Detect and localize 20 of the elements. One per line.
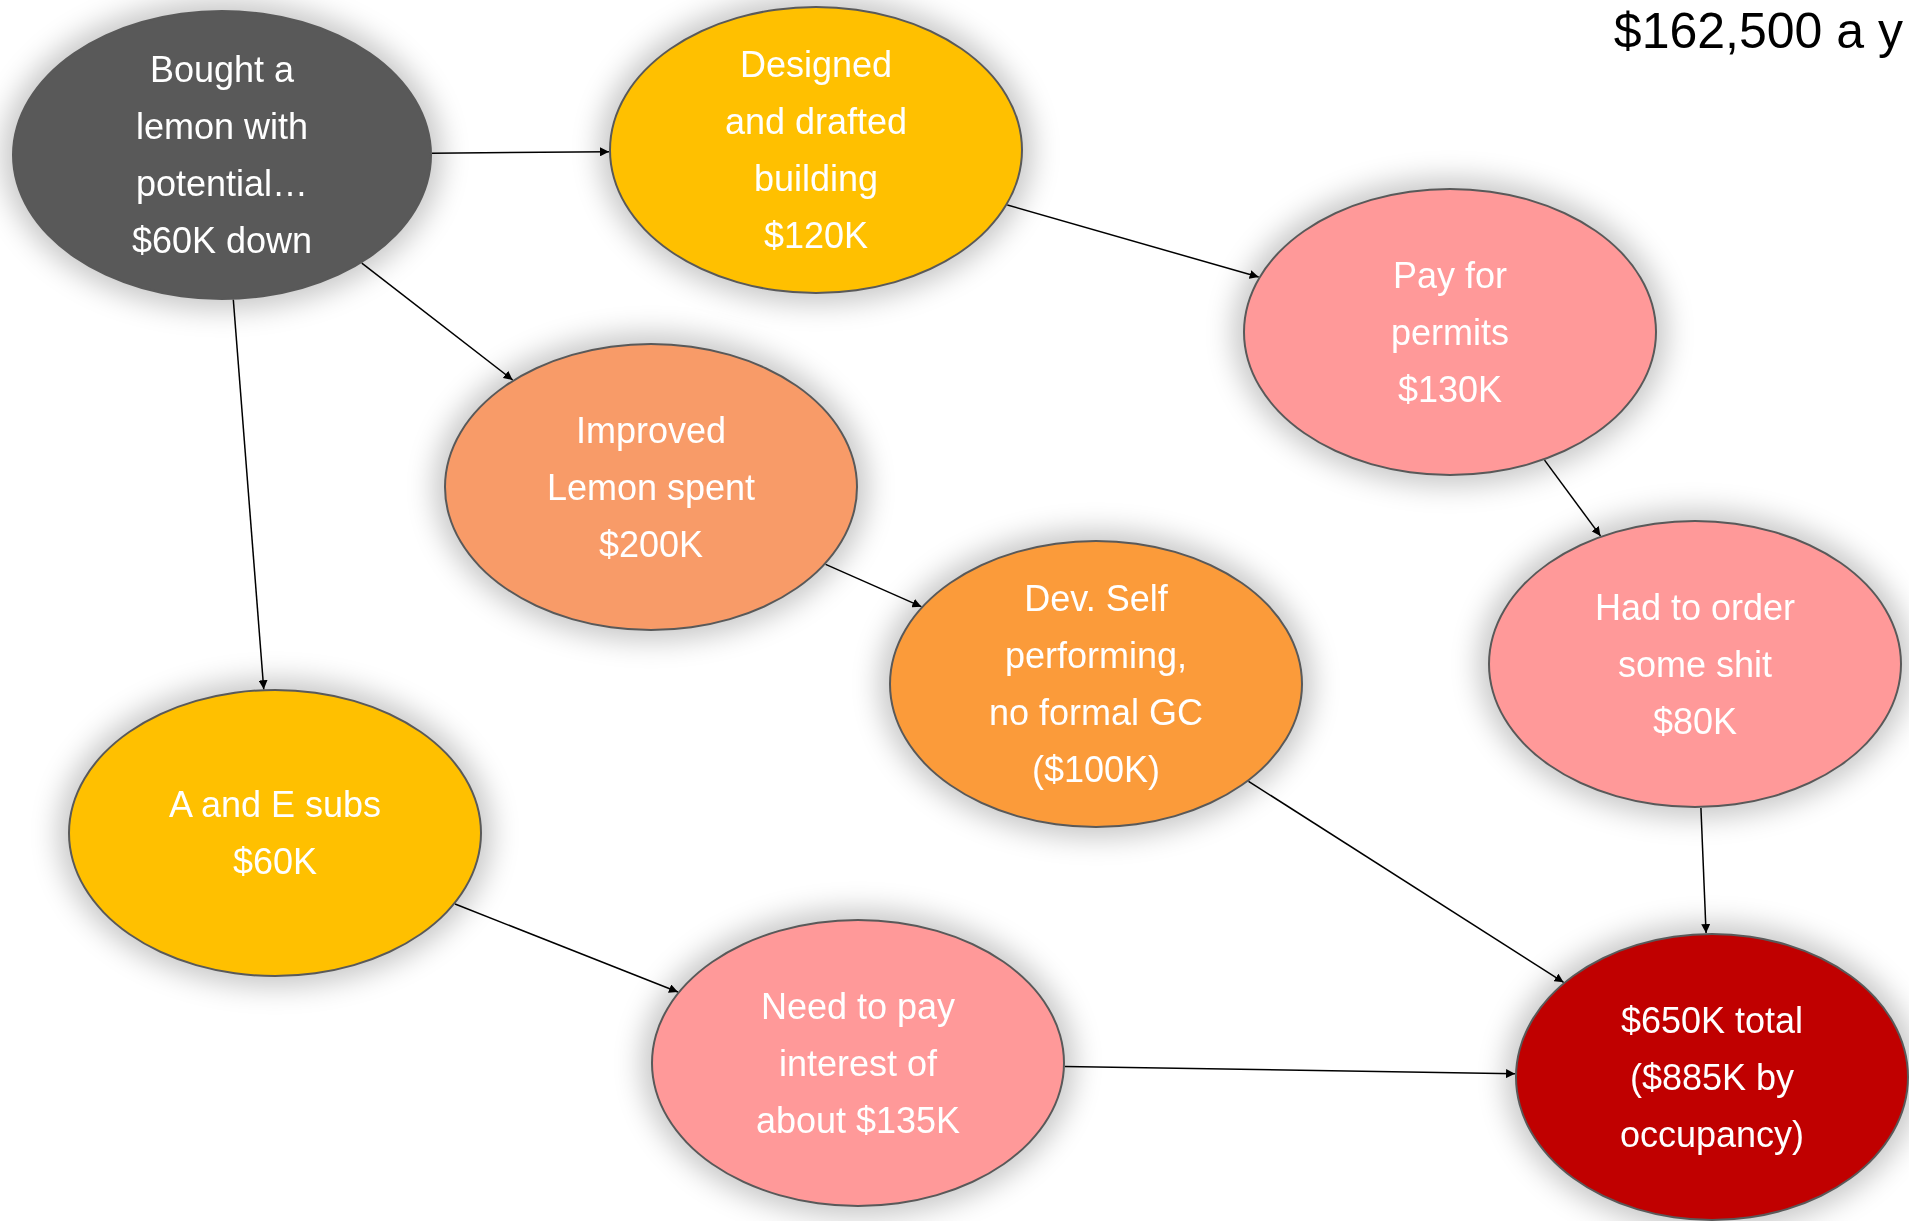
- arrow: [1247, 780, 1565, 984]
- arrow: [431, 147, 610, 157]
- node-text: Improved Lemon spent $200K: [545, 408, 757, 567]
- arrow: [1543, 459, 1602, 537]
- arrow: [1700, 807, 1711, 934]
- node-text: Had to order some shit $80K: [1593, 585, 1797, 744]
- node-text: Dev. Self performing, no formal GC ($100K): [988, 577, 1204, 792]
- node-text: Pay for permits $130K: [1390, 253, 1510, 412]
- node-text: Need to pay interest of about $135K: [754, 984, 962, 1143]
- arrow: [454, 903, 679, 993]
- arrow: [1064, 1065, 1516, 1079]
- node-text: $650K total ($885K by occupancy): [1618, 998, 1806, 1157]
- node-text: Designed and drafted building $120K: [723, 43, 909, 258]
- arrow: [232, 299, 268, 690]
- arrow: [1006, 204, 1260, 279]
- note-text: $162,500 a y: [1613, 2, 1903, 60]
- node-text: A and E subs $60K: [167, 783, 383, 884]
- node-text: Bought a lemon with potential… $60K down: [130, 48, 314, 263]
- arrow: [824, 563, 923, 608]
- arrow: [361, 262, 514, 381]
